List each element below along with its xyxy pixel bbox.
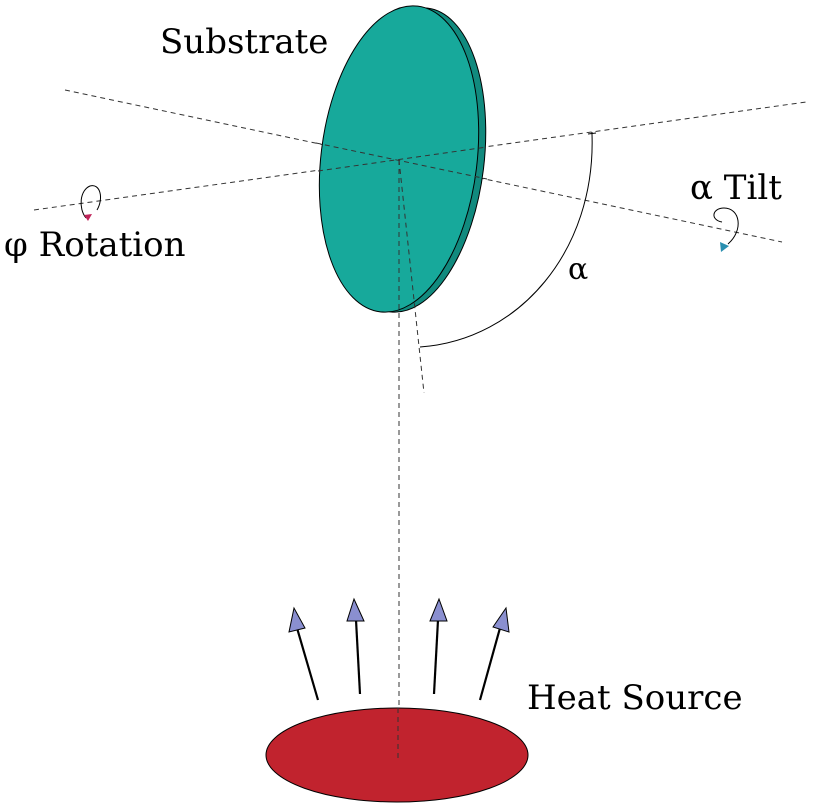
- substrate-label: Substrate: [160, 22, 328, 62]
- tilt-axis-over-disk: [315, 142, 488, 180]
- up-arrow-icon: [478, 606, 510, 701]
- substrate-disk: [318, 5, 487, 313]
- alpha-angle-arc: [419, 132, 593, 348]
- up-arrow-icon: [288, 606, 320, 701]
- rotation-arrow-icon: [80, 185, 101, 221]
- alpha-arc-tick: [587, 132, 597, 135]
- alpha-angle-label: α: [568, 252, 588, 287]
- tilt-arrow-icon: [713, 207, 739, 252]
- rotation-axis-over-disk: [317, 146, 488, 172]
- substrate-normal: [398, 159, 425, 394]
- up-arrow-icon: [429, 597, 448, 695]
- heat-flux-arrows: [288, 597, 510, 701]
- heat-source-label: Heat Source: [527, 678, 743, 718]
- rotation-label: φ Rotation: [4, 225, 186, 265]
- heat-source: [265, 707, 529, 803]
- tilt-label: α Tilt: [690, 168, 782, 208]
- up-arrow-icon: [346, 597, 365, 695]
